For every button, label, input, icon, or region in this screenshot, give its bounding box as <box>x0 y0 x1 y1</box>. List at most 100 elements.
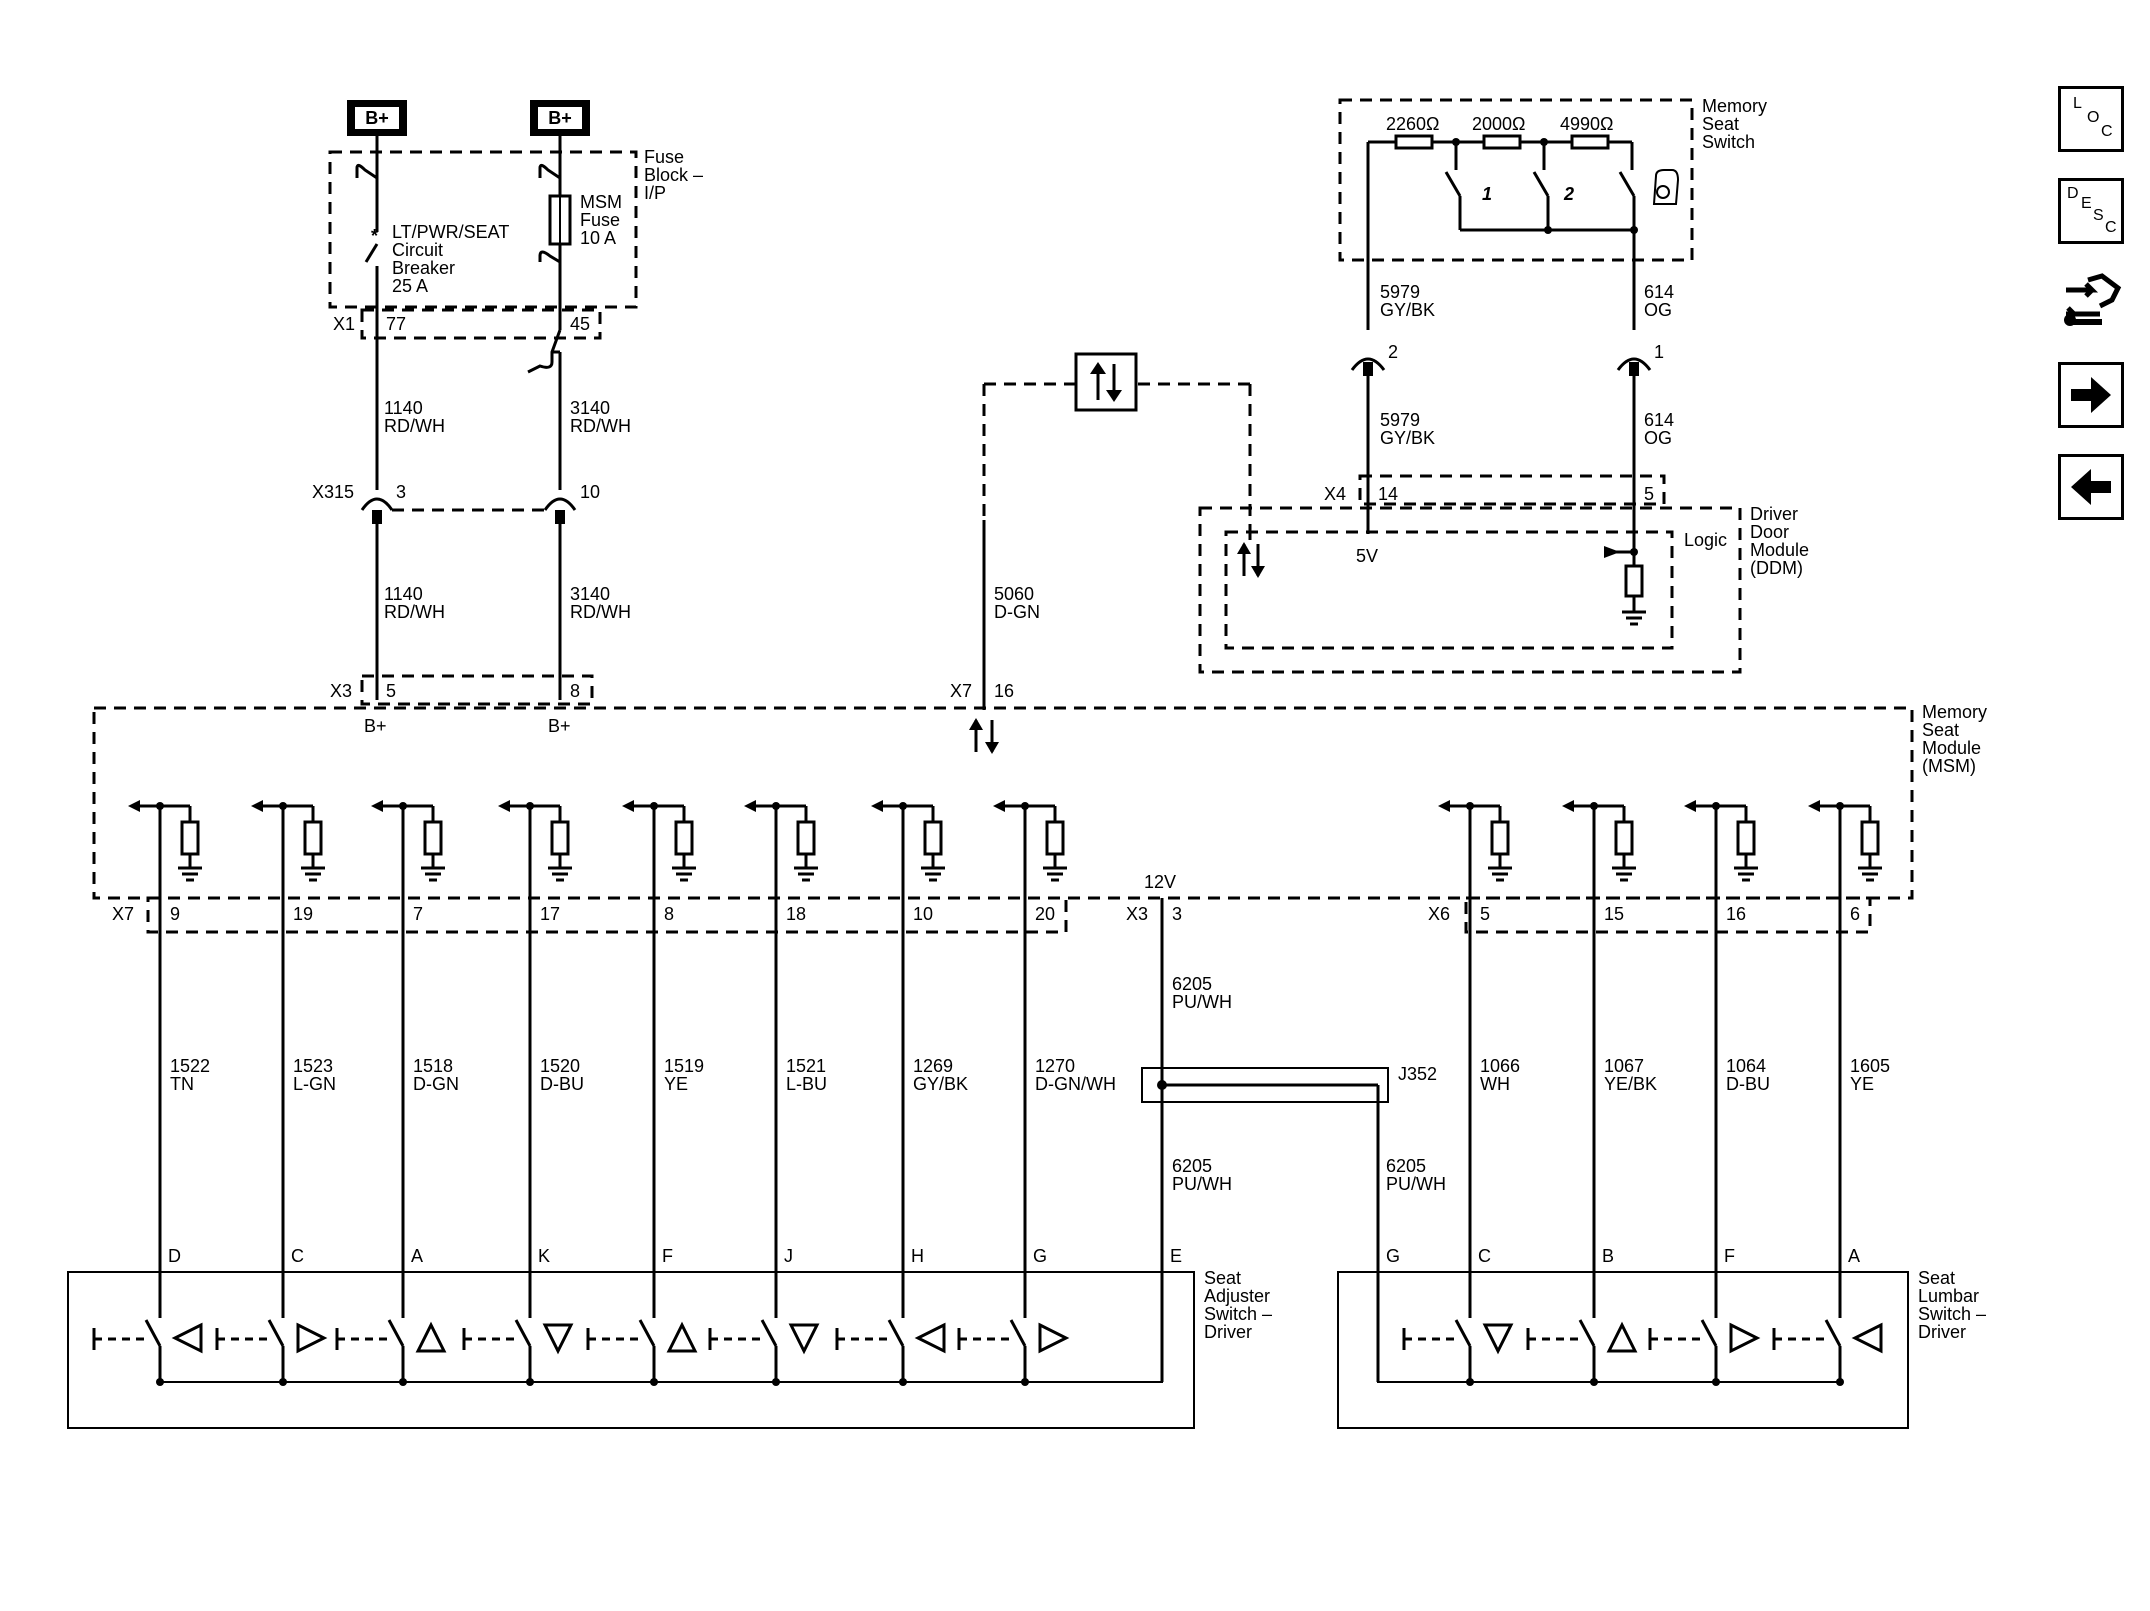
adjuster-pin-e: E <box>1170 1246 1182 1266</box>
seat-adjuster-title-line: Adjuster <box>1204 1286 1270 1306</box>
msm-pin-label: 16 <box>1726 904 1746 924</box>
ddm-x4-pin-14: 14 <box>1378 484 1398 504</box>
circuit-color-label: YE <box>1850 1074 1874 1094</box>
resistor-4990: 4990Ω <box>1560 114 1614 134</box>
switch-contact <box>1824 1319 1842 1347</box>
switch-pin-letter: A <box>411 1246 423 1266</box>
wire-5979-number: 5979 <box>1380 282 1420 302</box>
desc-letter: D <box>2067 185 2079 202</box>
direction-right-icon <box>1729 1322 1761 1354</box>
fuse-label-line: 10 A <box>580 228 616 248</box>
msm-title-line: (MSM) <box>1922 756 1976 776</box>
fuse-block-title-line: Fuse <box>644 147 684 167</box>
circuit-color-label: GY/BK <box>913 1074 968 1094</box>
wire-6205-number-top: 6205 <box>1172 974 1212 994</box>
wire-5060-color: D-GN <box>994 602 1040 622</box>
msm-x3-pin-5: 5 <box>386 681 396 701</box>
wire-614-color-lower: OG <box>1644 428 1672 448</box>
wire-5979-number-lower: 5979 <box>1380 410 1420 430</box>
memory-button-1: 1 <box>1482 184 1492 204</box>
circuit-number-label: 1522 <box>170 1056 210 1076</box>
seat-adjuster-title-line: Seat <box>1204 1268 1241 1288</box>
x315-pin-3: 3 <box>396 482 406 502</box>
circuit-number-label: 1066 <box>1480 1056 1520 1076</box>
wire-5979-color-lower: GY/BK <box>1380 428 1435 448</box>
wire-3140-number-lower: 3140 <box>570 584 610 604</box>
msm-pin-label: 17 <box>540 904 560 924</box>
msm-x3-pin-8: 8 <box>570 681 580 701</box>
wire-614-number-lower: 614 <box>1644 410 1674 430</box>
pulldown-resistor <box>674 820 694 856</box>
wire-6205-number-left: 6205 <box>1172 1156 1212 1176</box>
wire-1140-color: RD/WH <box>384 416 445 436</box>
switch-pin-letter: C <box>1478 1246 1491 1266</box>
pulldown-resistor <box>423 820 443 856</box>
wire-1140-number: 1140 <box>384 398 423 418</box>
switch-contact <box>760 1319 778 1347</box>
description-button[interactable]: D E S C <box>2058 178 2124 244</box>
location-button[interactable]: L O C <box>2058 86 2124 152</box>
fuse-block-title: Fuse Block – I/P <box>644 147 703 203</box>
direction-left-icon <box>914 1322 946 1354</box>
msm-pin-label: 7 <box>413 904 423 924</box>
circuit-number-label: 1064 <box>1726 1056 1766 1076</box>
memory-button-2: 2 <box>1563 184 1574 204</box>
breaker-label-line: LT/PWR/SEAT <box>392 222 509 242</box>
seat-lumbar-title-line: Lumbar <box>1918 1286 1979 1306</box>
j352-label: J352 <box>1398 1064 1437 1084</box>
ddm-logic-outline <box>1224 530 1674 650</box>
x1-connector-label: X1 <box>333 314 355 334</box>
circuit-color-label: YE/BK <box>1604 1074 1657 1094</box>
circuit-number-label: 1605 <box>1850 1056 1890 1076</box>
switch-contact <box>1700 1319 1718 1347</box>
memory-seat-switch-title: Memory Seat Switch <box>1702 96 1767 152</box>
msm-pin-label: 5 <box>1480 904 1490 924</box>
previous-page-button[interactable] <box>2058 454 2124 520</box>
desc-letter: E <box>2081 195 2092 212</box>
switch-contact <box>144 1319 162 1347</box>
msm-pin-label: 9 <box>170 904 180 924</box>
switch-contact <box>887 1319 905 1347</box>
wire-1140-color-lower: RD/WH <box>384 602 445 622</box>
next-page-button[interactable] <box>2058 362 2124 428</box>
wire-3140-color-lower: RD/WH <box>570 602 631 622</box>
msm-x7-label: X7 <box>112 904 134 924</box>
loc-letter: C <box>2101 123 2113 140</box>
serial-data-icon-msm <box>969 718 999 754</box>
fuse-block-outline <box>328 150 638 309</box>
input-arrow-icon <box>128 800 140 812</box>
battery-positive-box-1: B+ <box>347 100 407 136</box>
input-arrow-icon <box>1808 800 1820 812</box>
circuit-number-label: 1523 <box>293 1056 333 1076</box>
memory-switch-title-line: Seat <box>1702 114 1739 134</box>
msm-x3-top-label: X3 <box>330 681 352 701</box>
msm-pin-label: 10 <box>913 904 933 924</box>
x315-label: X315 <box>312 482 354 502</box>
msm-fuse-label: MSM Fuse 10 A <box>580 192 622 248</box>
fuse-label-line: Fuse <box>580 210 620 230</box>
switch-contact <box>638 1319 656 1347</box>
memory-switch-title-line: Memory <box>1702 96 1767 116</box>
msm-12v-label: 12V <box>1144 872 1176 892</box>
pulldown-resistor <box>303 820 323 856</box>
input-arrow-icon <box>744 800 756 812</box>
direction-up-icon <box>415 1321 447 1353</box>
switch-contact <box>387 1319 405 1347</box>
x1-pin-77: 77 <box>386 314 406 334</box>
circuit-number-label: 1270 <box>1035 1056 1075 1076</box>
wire-614-color: OG <box>1644 300 1672 320</box>
schematic-tool-icon <box>2064 273 2122 326</box>
schematic-tool-button[interactable] <box>2058 270 2124 336</box>
input-arrow-icon <box>622 800 634 812</box>
x315-connector-symbol-a <box>360 497 394 511</box>
pulldown-resistor <box>923 820 943 856</box>
